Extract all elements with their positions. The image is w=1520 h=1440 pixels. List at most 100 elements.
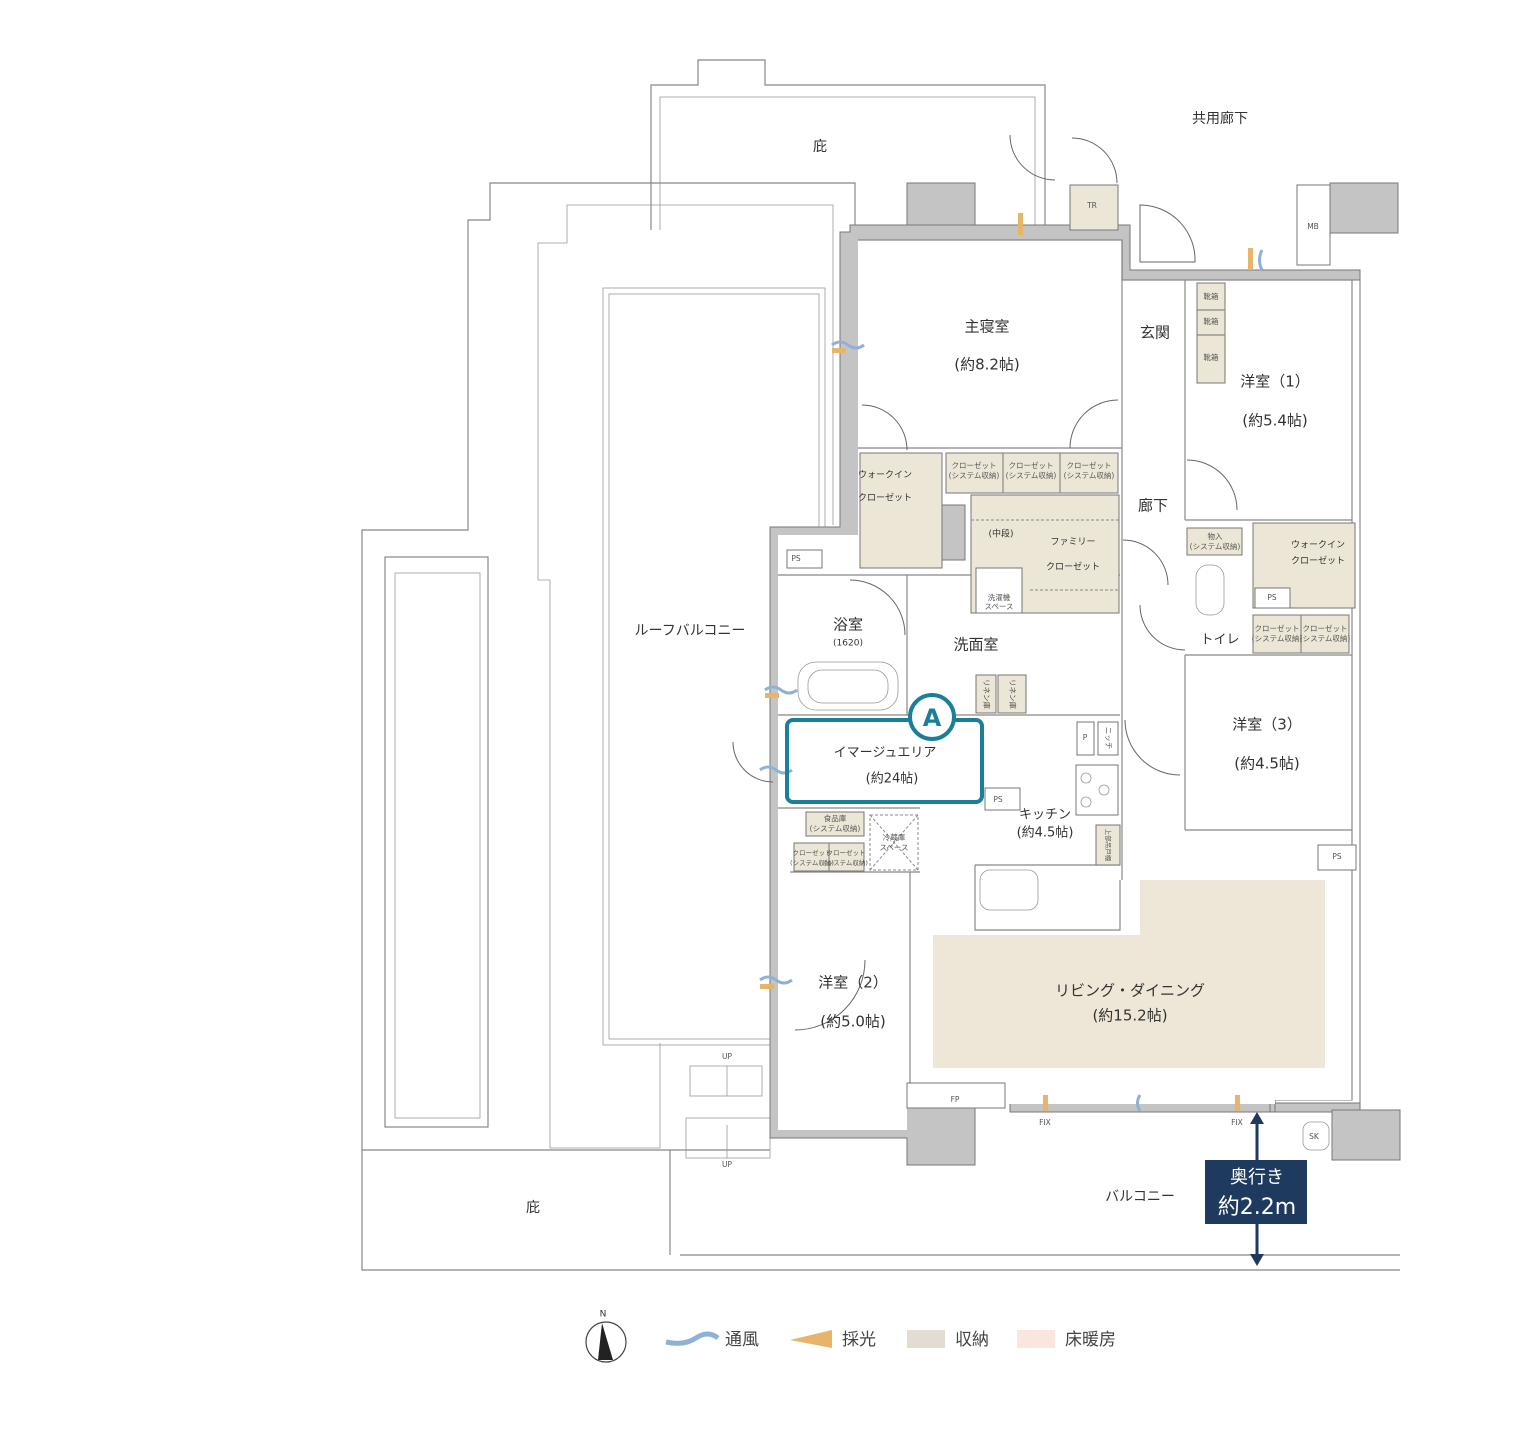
western-room-3-label: 洋室（3） xyxy=(1232,716,1302,734)
image-area-label: イマージュエリア xyxy=(834,746,937,761)
washer-space-label-2: スペース xyxy=(984,602,1013,611)
closet-label-2: クローゼット xyxy=(1291,555,1345,567)
ps-label: PS xyxy=(791,554,801,563)
fix-label: FIX xyxy=(1231,1118,1243,1127)
sk-label: SK xyxy=(1309,1132,1320,1141)
mb-label: MB xyxy=(1307,222,1319,231)
eaves-bottom-label: 庇 xyxy=(526,1200,540,1216)
closet-system-label: クローゼット xyxy=(952,460,997,470)
storage-blocks xyxy=(786,184,1357,1109)
linen-label: リネン庫 xyxy=(982,679,992,709)
ps-label: PS xyxy=(993,795,1003,804)
doors xyxy=(732,134,1238,1031)
p-label: P xyxy=(1083,733,1088,742)
closet-label: クローゼット xyxy=(858,492,912,504)
western-room-1-size: (約5.4帖) xyxy=(1242,412,1308,430)
balcony-label: バルコニー xyxy=(1105,1189,1175,1205)
eaves-top-outline xyxy=(650,59,1046,230)
image-area-size: (約24帖) xyxy=(866,772,919,787)
western-room-2-label: 洋室（2） xyxy=(818,974,888,992)
upper-cabinet-label: 上部吊戸棚 xyxy=(1104,829,1113,862)
legend-ventilation: 通風 xyxy=(725,1330,759,1350)
western-room-1-label: 洋室（1） xyxy=(1240,373,1310,391)
closet-system-label: クローゼット xyxy=(1303,623,1348,633)
shoe-box-label: 靴箱 xyxy=(1204,291,1220,301)
linen-label: リネン庫 xyxy=(1008,679,1018,709)
storage-system-label: (システム収納) xyxy=(1190,541,1241,551)
stairs xyxy=(685,1065,771,1159)
pantry-system-label: (システム収納) xyxy=(810,823,861,833)
tr-label: TR xyxy=(1086,201,1097,210)
storage-label: 物入 xyxy=(1208,531,1224,541)
system-storage-label: (システム収納) xyxy=(1064,470,1115,480)
shoe-box-label: 靴箱 xyxy=(1204,316,1220,326)
system-storage-label: (システム収納) xyxy=(1300,633,1351,643)
closet-system-label: クローゼット xyxy=(1009,460,1054,470)
walk-in-label-2: ウォークイン xyxy=(1291,540,1345,551)
daylight-icon xyxy=(790,1330,832,1348)
fp-label: FP xyxy=(951,1095,960,1104)
system-storage-label: (システム収納) xyxy=(949,470,1000,480)
storage-swatch xyxy=(907,1330,945,1348)
system-storage-label: (システム収納) xyxy=(790,858,834,867)
fixtures xyxy=(797,564,1330,1151)
roof-balcony-outline xyxy=(361,182,1400,1271)
kitchen-size: (約4.5帖) xyxy=(1017,826,1074,841)
up-label: UP xyxy=(722,1052,732,1061)
image-area-highlight: A xyxy=(785,693,984,804)
fridge-space-label: 冷蔵庫 xyxy=(883,832,906,842)
ventilation-light-markers xyxy=(759,213,1264,1112)
shoe-box-label: 靴箱 xyxy=(1204,352,1220,362)
pantry-label: 食品庫 xyxy=(824,813,847,823)
western-room-2-size: (約5.0帖) xyxy=(820,1013,886,1031)
toilet-label: トイレ xyxy=(1200,633,1239,648)
legend: N 通風 採光 収納 床暖房 xyxy=(585,1310,1116,1363)
family-closet-label: ファミリー xyxy=(1050,538,1095,548)
legend-daylight: 採光 xyxy=(842,1330,876,1350)
system-storage-label: (システム収納) xyxy=(824,858,868,867)
bathroom-label: 浴室 xyxy=(833,616,863,634)
entrance-label: 玄関 xyxy=(1140,324,1170,342)
roof-balcony-label: ルーフバルコニー xyxy=(635,623,746,639)
system-storage-label: (システム収納) xyxy=(1252,633,1303,643)
bathroom-size: (1620) xyxy=(833,639,863,649)
niche-label: ニッチ xyxy=(1104,727,1113,750)
common-corridor-label: 共用廊下 xyxy=(1192,110,1248,127)
planter-strip xyxy=(384,556,489,1128)
legend-storage: 収納 xyxy=(955,1330,989,1350)
kitchen-label: キッチン xyxy=(1019,808,1071,823)
middle-shelf-label: (中段) xyxy=(988,528,1013,540)
closet-system-label: クローゼット xyxy=(827,848,866,857)
legend-floor-heating: 床暖房 xyxy=(1065,1330,1116,1350)
room-labels: 庇 共用廊下 主寝室 (約8.2帖) 玄関 靴箱 靴箱 靴箱 洋室（1） (約5… xyxy=(526,110,1350,1216)
north-compass-icon: N xyxy=(585,1310,627,1363)
master-bedroom-label: 主寝室 xyxy=(964,318,1009,336)
eaves-top-label: 庇 xyxy=(813,139,827,155)
ps-label: PS xyxy=(1332,852,1342,861)
system-storage-label: (システム収納) xyxy=(1006,470,1057,480)
walk-in-label: ウォークイン xyxy=(858,470,912,481)
depth-value: 約2.2m xyxy=(1218,1195,1296,1220)
image-area-badge: A xyxy=(923,704,942,732)
living-dining-size: (約15.2帖) xyxy=(1092,1007,1167,1025)
closet-system-label: クローゼット xyxy=(1255,623,1300,633)
ps-label: PS xyxy=(1267,593,1277,602)
fridge-space-label-2: スペース xyxy=(879,843,908,852)
washer-space-label: 洗濯機 xyxy=(988,592,1011,602)
hallway-label: 廊下 xyxy=(1138,497,1168,515)
living-dining-label: リビング・ダイニング xyxy=(1055,982,1205,1000)
up-label: UP xyxy=(722,1160,732,1169)
western-room-3-size: (約4.5帖) xyxy=(1234,755,1300,773)
balcony-depth-indicator: 奥行き 約2.2m xyxy=(1205,1112,1307,1266)
family-closet-label-2: クローゼット xyxy=(1046,561,1100,573)
closet-system-label: クローゼット xyxy=(1067,460,1112,470)
ventilation-icon xyxy=(665,1331,720,1346)
master-bedroom-size: (約8.2帖) xyxy=(954,356,1020,374)
north-label: N xyxy=(600,1310,607,1320)
living-dining-floor xyxy=(933,880,1325,1068)
floor-heating-swatch xyxy=(1017,1330,1055,1348)
washroom-label: 洗面室 xyxy=(953,636,998,654)
fix-label: FIX xyxy=(1039,1118,1051,1127)
depth-title: 奥行き xyxy=(1230,1167,1284,1188)
